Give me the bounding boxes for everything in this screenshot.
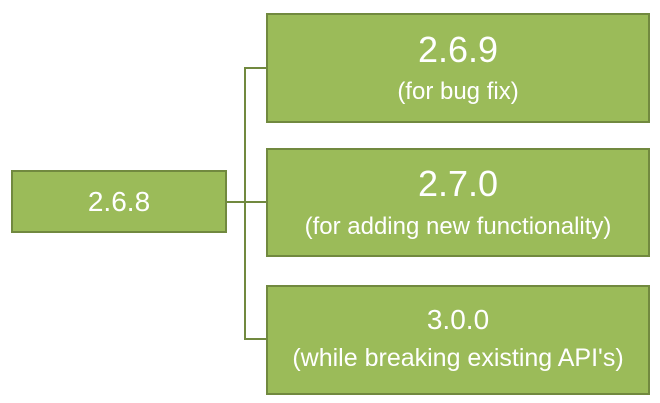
root-version-label: 2.6.8 xyxy=(87,185,151,217)
connector-branch-line-bottom xyxy=(246,338,266,340)
branch-description: (for adding new functionality) xyxy=(304,212,612,240)
connector-vertical-line xyxy=(244,67,246,340)
branch-box-patch-version: 2.6.9 (for bug fix) xyxy=(266,13,650,123)
branch-box-minor-version: 2.7.0 (for adding new functionality) xyxy=(266,148,650,257)
branch-description: (for bug fix) xyxy=(397,78,519,106)
connector-root-line xyxy=(226,201,266,203)
branch-version-label: 2.6.9 xyxy=(417,28,499,70)
branch-version-label: 2.7.0 xyxy=(417,163,499,205)
connector-branch-line-top xyxy=(246,67,266,69)
branch-box-major-version: 3.0.0 (while breaking existing API's) xyxy=(266,285,650,395)
branch-description: (while breaking existing API's) xyxy=(292,344,624,373)
branch-version-label: 3.0.0 xyxy=(426,304,490,336)
root-version-box: 2.6.8 xyxy=(11,170,227,233)
